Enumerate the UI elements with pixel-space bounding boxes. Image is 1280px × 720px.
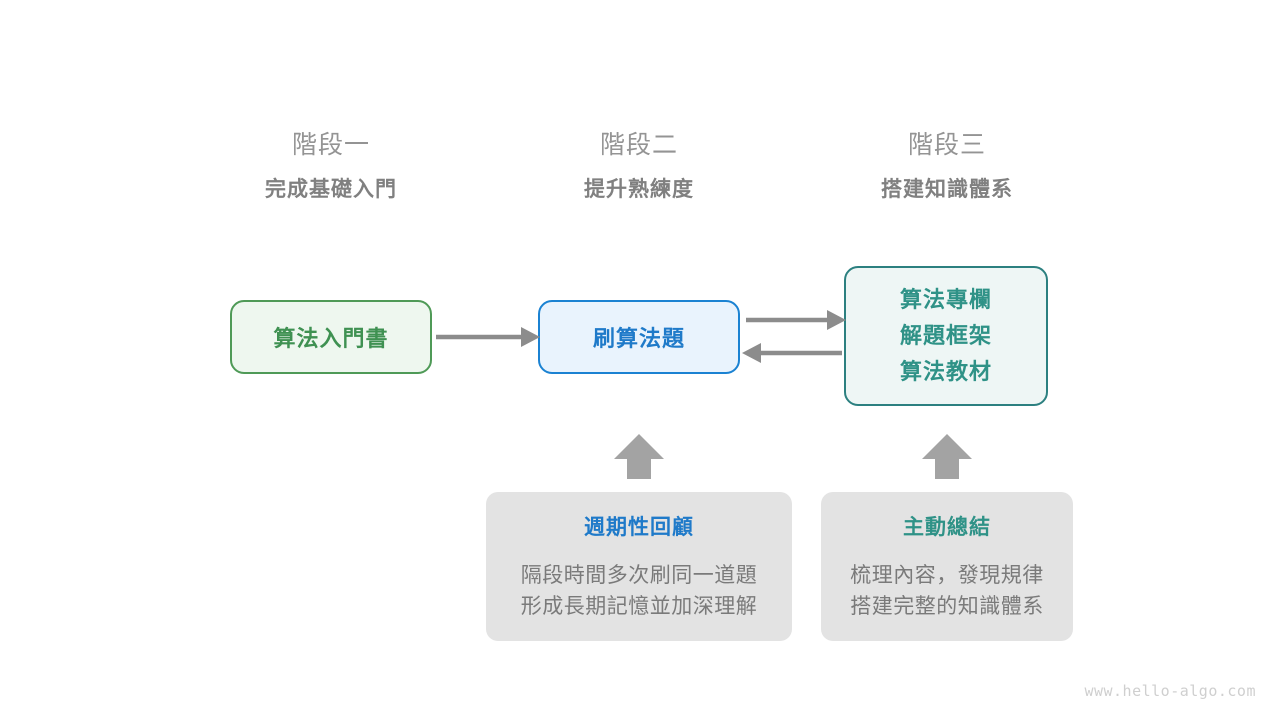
stage-number-3: 階段三 — [907, 131, 986, 159]
node-practice-problems: 刷算法題 — [538, 300, 740, 374]
card-active-summary-line-2: 搭建完整的知識體系 — [850, 595, 1044, 618]
stage-heading-2: 階段二 提升熟練度 — [509, 128, 769, 206]
stage-heading-1: 階段一 完成基礎入門 — [201, 128, 461, 206]
arrow-summary-to-resources — [922, 434, 972, 479]
stage-number-1: 階段一 — [291, 131, 370, 159]
card-active-summary-line-1: 梳理內容，發現規律 — [850, 564, 1044, 587]
node-intro-book: 算法入門書 — [230, 300, 432, 374]
node-intro-book-label: 算法入門書 — [273, 326, 389, 351]
arrow-resources-to-practice — [742, 343, 842, 363]
card-active-summary-title: 主動總結 — [903, 516, 991, 539]
card-periodic-review: 週期性回顧 隔段時間多次刷同一道題 形成長期記憶並加深理解 — [486, 492, 792, 641]
card-active-summary-body: 梳理內容，發現規律 搭建完整的知識體系 — [821, 560, 1073, 622]
node-learning-resources-line-3: 算法教材 — [899, 359, 992, 384]
stage-number-2: 階段二 — [599, 131, 678, 159]
node-learning-resources-line-1: 算法專欄 — [899, 287, 992, 312]
card-periodic-review-body: 隔段時間多次刷同一道題 形成長期記憶並加深理解 — [486, 560, 792, 622]
node-learning-resources: 算法專欄 解題框架 算法教材 — [844, 266, 1048, 406]
stage-goal-2: 提升熟練度 — [584, 178, 694, 201]
stage-goal-3: 搭建知識體系 — [881, 178, 1013, 201]
arrow-practice-to-resources — [746, 310, 846, 330]
arrow-book-to-practice — [436, 327, 540, 347]
watermark: www.hello-algo.com — [1084, 682, 1256, 700]
stage-goal-1: 完成基礎入門 — [265, 178, 397, 201]
arrow-review-to-practice — [614, 434, 664, 479]
stage-heading-3: 階段三 搭建知識體系 — [817, 128, 1077, 206]
node-learning-resources-line-2: 解題框架 — [899, 323, 992, 348]
card-active-summary: 主動總結 梳理內容，發現規律 搭建完整的知識體系 — [821, 492, 1073, 641]
node-practice-problems-label: 刷算法題 — [592, 326, 685, 351]
card-periodic-review-title: 週期性回顧 — [584, 516, 694, 539]
card-periodic-review-line-1: 隔段時間多次刷同一道題 — [520, 564, 758, 587]
card-periodic-review-line-2: 形成長期記憶並加深理解 — [520, 595, 758, 618]
